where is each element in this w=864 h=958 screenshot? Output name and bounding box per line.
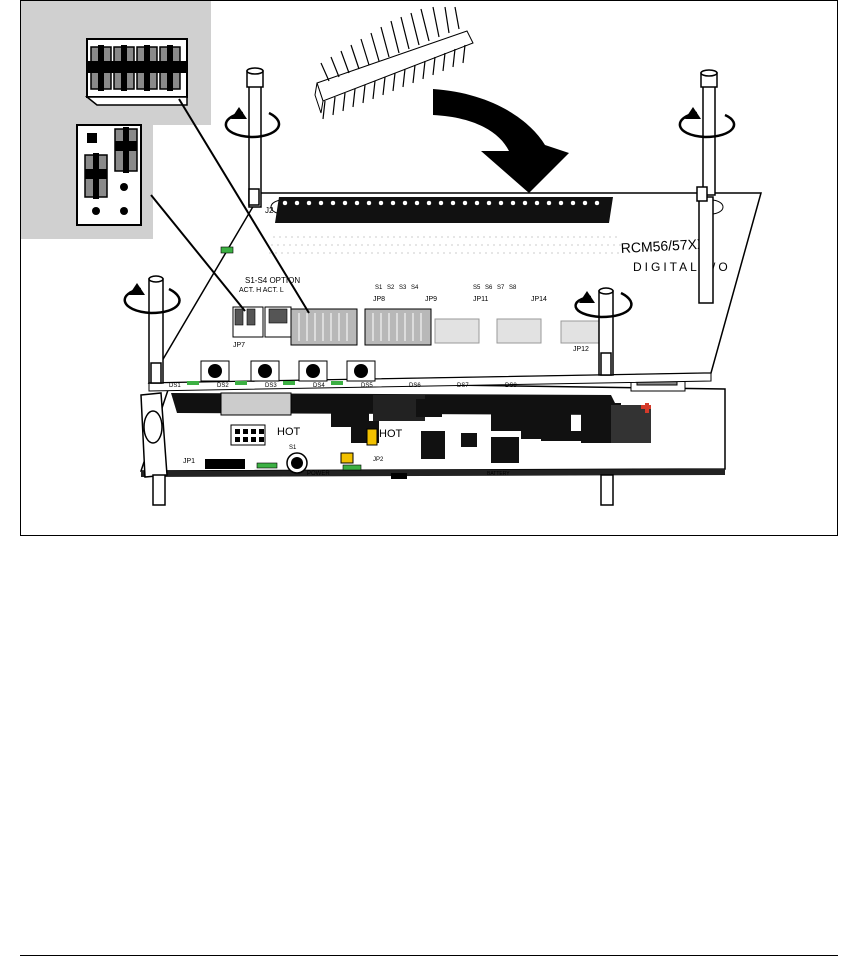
switch-label: S7 [497, 285, 505, 291]
io-board: J2 RCM56/57XX DIGITAL I/O S1-S4 OPTION A… [149, 193, 761, 413]
switch-label: S5 [473, 285, 481, 291]
jumper-block-6-icon [77, 125, 141, 225]
figure-frame: HOT HOT S1 POWER JP1 JP2 BATTERY J [20, 0, 838, 536]
button-s1-label: S1 [289, 445, 297, 451]
switch-label: S3 [399, 285, 407, 291]
ds-label: DS8 [505, 383, 517, 389]
ds-label: DS7 [457, 383, 469, 389]
switch-label: S1 [375, 285, 383, 291]
battery-label: BATTERY [487, 471, 510, 477]
switch-label: S2 [387, 285, 395, 291]
jumper-jp9-label: JP9 [425, 296, 437, 303]
ds-label: DS4 [313, 383, 325, 389]
insert-arrow-icon [433, 89, 569, 193]
jumper-jp7-label: JP7 [233, 342, 245, 349]
jumper-jp2-label: JP2 [373, 457, 384, 463]
jumper-block-4-icon [87, 39, 187, 105]
board-subtitle: DIGITAL I/O [633, 260, 731, 274]
assembly-illustration: HOT HOT S1 POWER JP1 JP2 BATTERY J [21, 1, 836, 534]
ds-label: DS5 [361, 383, 373, 389]
hot-label-2: HOT [379, 428, 403, 440]
ds-label: DS3 [265, 383, 277, 389]
jumper-jp14-label: JP14 [531, 296, 547, 303]
header-j2-label: J2 [265, 206, 274, 215]
switch-label: S4 [411, 285, 419, 291]
jumper-jp1-label: JP1 [183, 458, 195, 465]
jumper-jp12-label: JP12 [573, 346, 589, 353]
ds-label: DS1 [169, 383, 181, 389]
jumper-jp11-label: JP11 [473, 296, 489, 303]
power-label: POWER [307, 471, 330, 477]
ds-label: DS2 [217, 383, 229, 389]
switch-label: S6 [485, 285, 493, 291]
page-footer-rule [20, 955, 838, 956]
lower-standoffs [153, 475, 613, 505]
ds-label: DS6 [409, 383, 421, 389]
option-sub-label: ACT. H ACT. L [239, 287, 284, 294]
jumper-inset [21, 1, 211, 239]
hot-label-1: HOT [277, 426, 301, 438]
jumper-jp8-label: JP8 [373, 296, 385, 303]
switch-label: S8 [509, 285, 517, 291]
